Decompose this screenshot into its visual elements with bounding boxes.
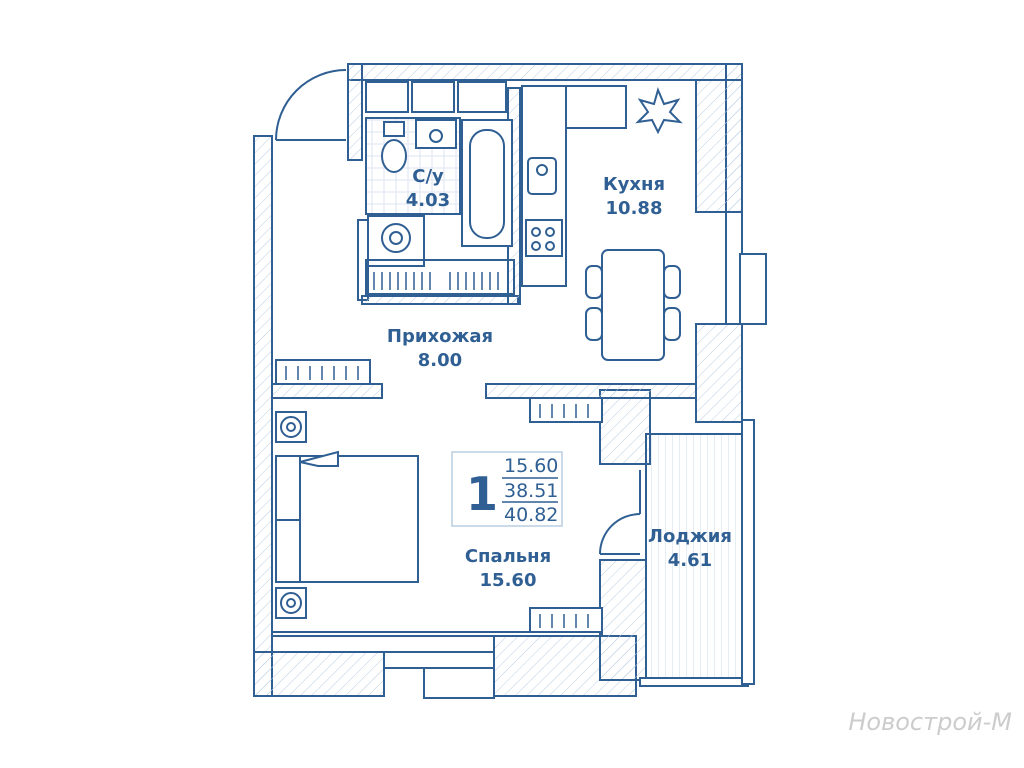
total-area-value: 38.51: [504, 480, 558, 502]
watermark: Новострой-М: [848, 708, 1012, 736]
walls: [253, 63, 743, 697]
bedroom-furniture: [275, 411, 419, 619]
living-area-value: 15.60: [504, 455, 558, 477]
doors: [275, 69, 641, 555]
kitchen-name: Кухня: [603, 174, 665, 195]
bathroom-fixtures: [365, 81, 515, 295]
bedroom-area: 15.60: [480, 570, 537, 591]
summary-box: 1 15.60 38.51 40.82: [451, 451, 563, 527]
kitchen-fixtures: [521, 85, 683, 361]
bathroom-area: 4.03: [406, 190, 450, 211]
hallway-name: Прихожая: [387, 326, 493, 347]
room-labels: С/у 4.03 Кухня 10.88 Прихожая 8.00 Спаль…: [387, 166, 732, 591]
rooms-count: 1: [466, 467, 498, 521]
bathroom-name: С/у: [412, 166, 444, 187]
loggia: [645, 433, 743, 679]
hallway-area: 8.00: [418, 350, 462, 371]
kitchen-area: 10.88: [606, 198, 663, 219]
loggia-area: 4.61: [668, 550, 712, 571]
bedroom-name: Спальня: [465, 546, 551, 567]
loggia-name: Лоджия: [648, 526, 732, 547]
wardrobes: [275, 359, 603, 633]
total-area-with-loggia-value: 40.82: [504, 504, 558, 526]
